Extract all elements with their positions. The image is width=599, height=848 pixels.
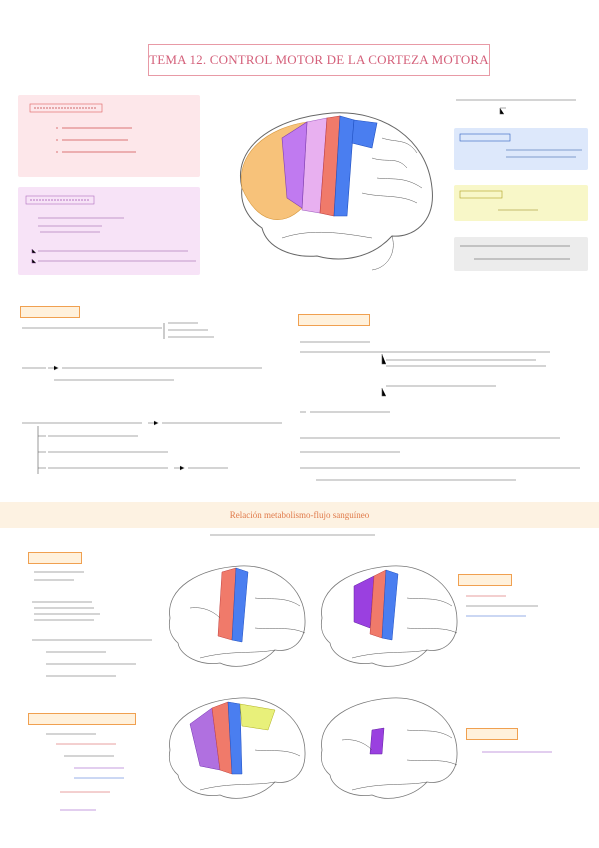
note-panel-supplementary bbox=[454, 185, 588, 221]
title-box: TEMA 12. CONTROL MOTOR DE LA CORTEZA MOT… bbox=[148, 44, 490, 76]
note-panel-premotor bbox=[454, 237, 588, 271]
brain-illustration-lower-3 bbox=[168, 697, 306, 799]
handwritten-notes-scribble bbox=[460, 245, 570, 260]
handwritten-notes-scribble bbox=[459, 133, 582, 158]
handwritten-notes-scribble bbox=[25, 195, 196, 264]
handwritten-notes-scribble bbox=[46, 733, 124, 811]
section-heading-band: Relación metabolismo-flujo sanguíneo bbox=[0, 502, 599, 528]
note-panel-primary-motor bbox=[18, 95, 200, 177]
handwritten-notes-scribble bbox=[29, 103, 136, 153]
brain-illustration bbox=[240, 112, 433, 271]
handwritten-notes-scribble bbox=[300, 341, 580, 481]
section-tag-orange-5 bbox=[28, 713, 136, 725]
handwritten-notes-scribble bbox=[32, 571, 152, 677]
section-tag-orange-3 bbox=[28, 552, 82, 564]
section-tag-orange-4 bbox=[458, 574, 512, 586]
handwritten-notes-scribble bbox=[456, 99, 576, 115]
handwritten-notes-scribble bbox=[466, 595, 538, 617]
section-tag-orange-2 bbox=[298, 314, 370, 326]
brain-illustration-lower-4 bbox=[320, 697, 458, 799]
handwritten-notes-scribble bbox=[210, 534, 375, 536]
brain-illustration-lower-1 bbox=[168, 565, 306, 667]
handwritten-notes-scribble bbox=[459, 190, 538, 211]
section-heading: Relación metabolismo-flujo sanguíneo bbox=[229, 510, 370, 520]
handwritten-notes-scribble bbox=[482, 751, 552, 753]
handwritten-notes-scribble bbox=[22, 322, 282, 474]
note-panel-motor-areas bbox=[18, 187, 200, 275]
section-tag-orange bbox=[20, 306, 80, 318]
page-title: TEMA 12. CONTROL MOTOR DE LA CORTEZA MOT… bbox=[149, 52, 489, 67]
note-panel-somatosensory bbox=[454, 128, 588, 170]
section-tag-orange-6 bbox=[466, 728, 518, 740]
brain-illustration-lower-2 bbox=[320, 565, 458, 667]
